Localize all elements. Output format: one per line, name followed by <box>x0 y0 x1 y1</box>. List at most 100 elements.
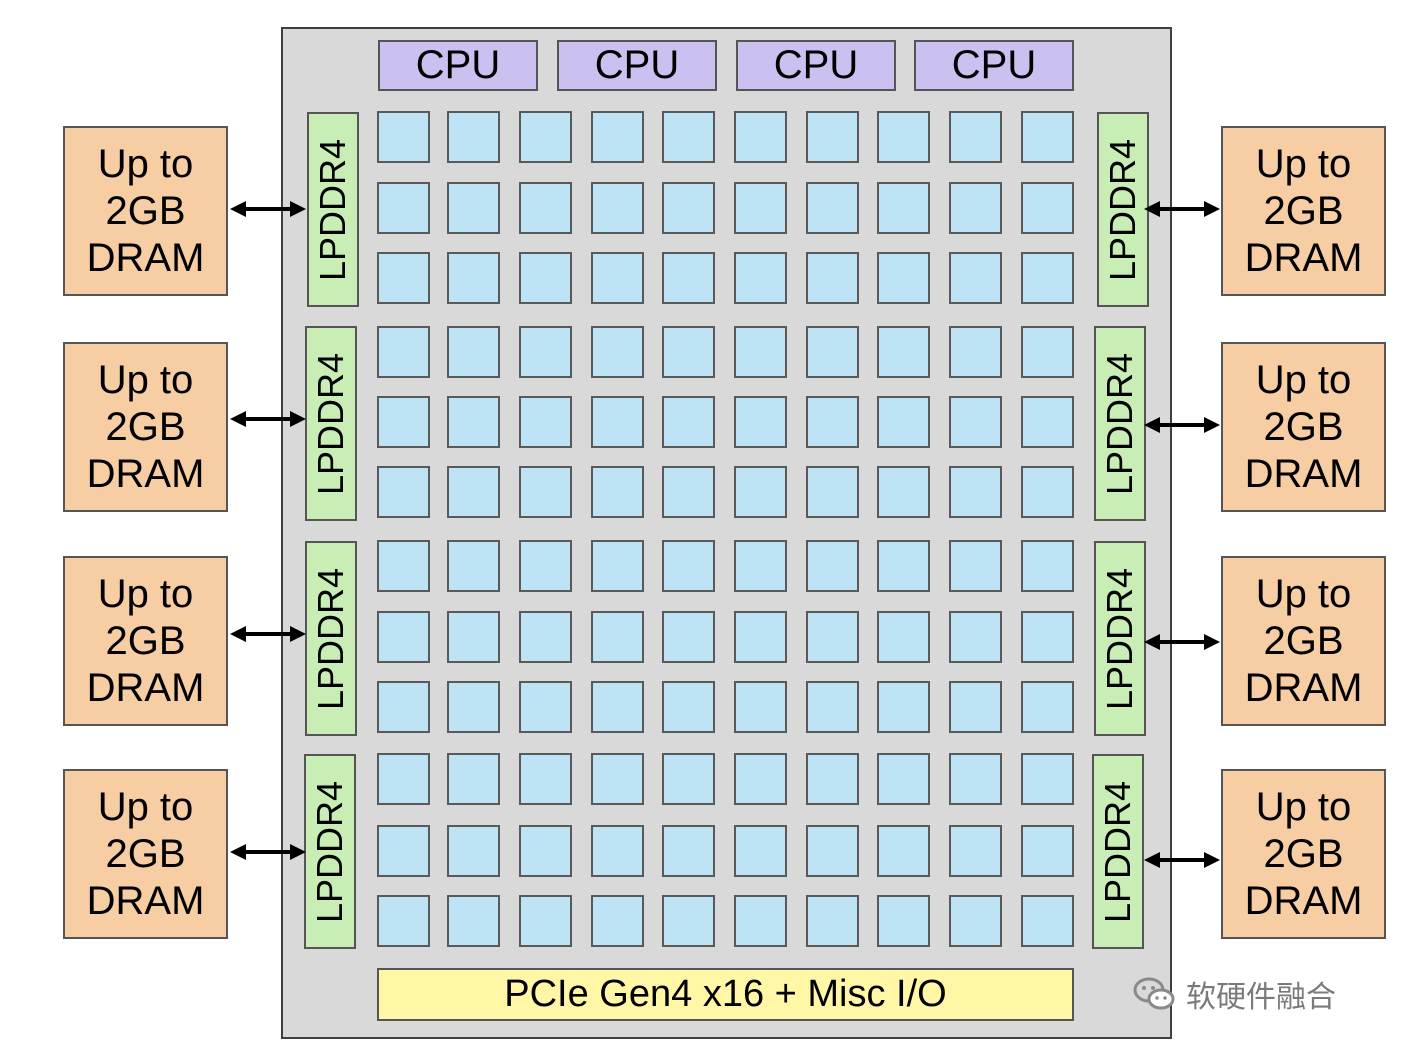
compute-tile <box>949 540 1002 592</box>
compute-tile <box>734 825 787 877</box>
compute-tile <box>591 396 644 448</box>
cpu-label: CPU <box>415 43 501 87</box>
compute-tile <box>949 182 1002 234</box>
compute-tile <box>949 252 1002 304</box>
compute-tile <box>1021 753 1074 805</box>
lpddr4-label: LPDDR4 <box>1097 780 1138 923</box>
lpddr4-label: LPDDR4 <box>312 138 353 281</box>
compute-tile <box>877 111 930 163</box>
compute-tile <box>877 466 930 518</box>
compute-tile <box>949 111 1002 163</box>
compute-tile <box>734 611 787 663</box>
compute-tile <box>447 611 500 663</box>
compute-tile <box>377 252 430 304</box>
compute-tile <box>377 182 430 234</box>
compute-tile <box>377 540 430 592</box>
compute-tile <box>877 825 930 877</box>
bidirectional-arrow <box>230 626 306 642</box>
dram-label-line2: 2GB <box>1263 618 1344 663</box>
bidirectional-arrow <box>230 844 306 860</box>
compute-tile <box>734 540 787 592</box>
compute-tile <box>1021 182 1074 234</box>
compute-tile <box>662 611 715 663</box>
pcie-label: PCIe Gen4 x16 + Misc I/O <box>504 973 947 1015</box>
compute-tile <box>949 326 1002 378</box>
wechat-icon <box>1133 977 1175 1010</box>
compute-tile <box>1021 396 1074 448</box>
compute-tile <box>591 326 644 378</box>
lpddr4-controller: LPDDR4 <box>1097 112 1149 307</box>
dram-label-line2: 2GB <box>1263 404 1344 449</box>
bidirectional-arrow <box>230 411 306 427</box>
compute-tile <box>447 466 500 518</box>
compute-tile <box>377 753 430 805</box>
compute-tile <box>591 895 644 947</box>
compute-tile <box>447 681 500 733</box>
compute-tile <box>662 466 715 518</box>
lpddr4-label: LPDDR4 <box>1099 567 1140 710</box>
compute-tile <box>806 540 859 592</box>
compute-tile <box>377 681 430 733</box>
compute-tile <box>591 111 644 163</box>
compute-tile <box>806 753 859 805</box>
compute-tile <box>806 326 859 378</box>
compute-tile <box>949 753 1002 805</box>
compute-tile <box>877 540 930 592</box>
lpddr4-controller: LPDDR4 <box>305 541 357 736</box>
compute-tile <box>734 252 787 304</box>
compute-tile <box>949 611 1002 663</box>
compute-tile <box>734 681 787 733</box>
compute-tile <box>591 466 644 518</box>
cpu-label: CPU <box>951 43 1037 87</box>
compute-tile <box>949 466 1002 518</box>
compute-tile <box>949 895 1002 947</box>
compute-tile <box>519 753 572 805</box>
compute-tile <box>1021 895 1074 947</box>
compute-tile <box>662 252 715 304</box>
compute-tile <box>447 825 500 877</box>
compute-tile <box>519 681 572 733</box>
dram-label-line1: Up to <box>1255 141 1352 186</box>
pcie-io-block: PCIe Gen4 x16 + Misc I/O <box>377 968 1074 1021</box>
compute-tile <box>447 182 500 234</box>
compute-tile <box>591 252 644 304</box>
dram-label-line1: Up to <box>1255 784 1352 829</box>
compute-tile <box>877 895 930 947</box>
compute-tile <box>591 825 644 877</box>
lpddr4-label: LPDDR4 <box>310 567 351 710</box>
bidirectional-arrow <box>1144 852 1220 868</box>
compute-tile <box>519 252 572 304</box>
bidirectional-arrow <box>1144 417 1220 433</box>
cpu-label: CPU <box>773 43 859 87</box>
cpu-block: CPU <box>914 40 1074 91</box>
compute-tile <box>877 681 930 733</box>
cpu-block: CPU <box>557 40 717 91</box>
compute-tile <box>447 396 500 448</box>
dram-label-line1: Up to <box>1255 357 1352 402</box>
lpddr4-controller: LPDDR4 <box>1094 541 1146 736</box>
compute-tile <box>1021 252 1074 304</box>
compute-tile <box>877 182 930 234</box>
compute-tile <box>877 326 930 378</box>
compute-tile <box>1021 540 1074 592</box>
compute-tile <box>662 540 715 592</box>
compute-tile <box>519 540 572 592</box>
compute-tile <box>1021 466 1074 518</box>
dram-label-line1: Up to <box>97 357 194 402</box>
dram-label-line2: 2GB <box>105 404 186 449</box>
dram-label-line2: 2GB <box>105 188 186 233</box>
compute-tile <box>447 753 500 805</box>
compute-tile <box>662 895 715 947</box>
compute-tile <box>806 611 859 663</box>
lpddr4-label: LPDDR4 <box>309 780 350 923</box>
compute-tile <box>734 466 787 518</box>
compute-tile <box>519 466 572 518</box>
chip-die <box>281 27 1172 1039</box>
dram-label-line3: DRAM <box>86 235 205 280</box>
compute-tile <box>377 825 430 877</box>
